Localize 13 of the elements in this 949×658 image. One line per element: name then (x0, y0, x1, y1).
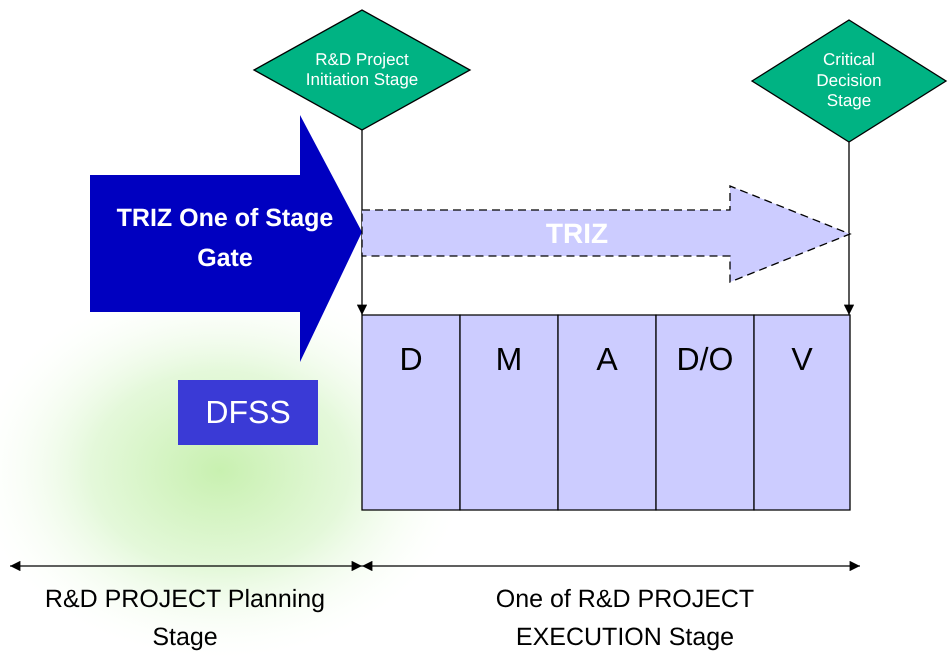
diamond-label: R&D Project Initiation Stage (304, 50, 420, 90)
phase-letter: D/O (676, 340, 734, 380)
phase-letter: V (791, 340, 813, 380)
phase-letter: M (496, 340, 522, 380)
phase-letter: D (399, 340, 423, 380)
arrow-label: TRIZ One of Stage Gate (116, 202, 334, 274)
box-label: DFSS (205, 392, 291, 432)
stage-label: One of R&D PROJECT EXECUTION Stage (494, 584, 756, 653)
stage-label: R&D PROJECT Planning Stage (44, 584, 326, 653)
diamond-label: Critical Decision Stage (815, 50, 883, 112)
arrow (356, 130, 368, 315)
phase-letter: A (596, 340, 618, 380)
arrow (844, 142, 854, 315)
